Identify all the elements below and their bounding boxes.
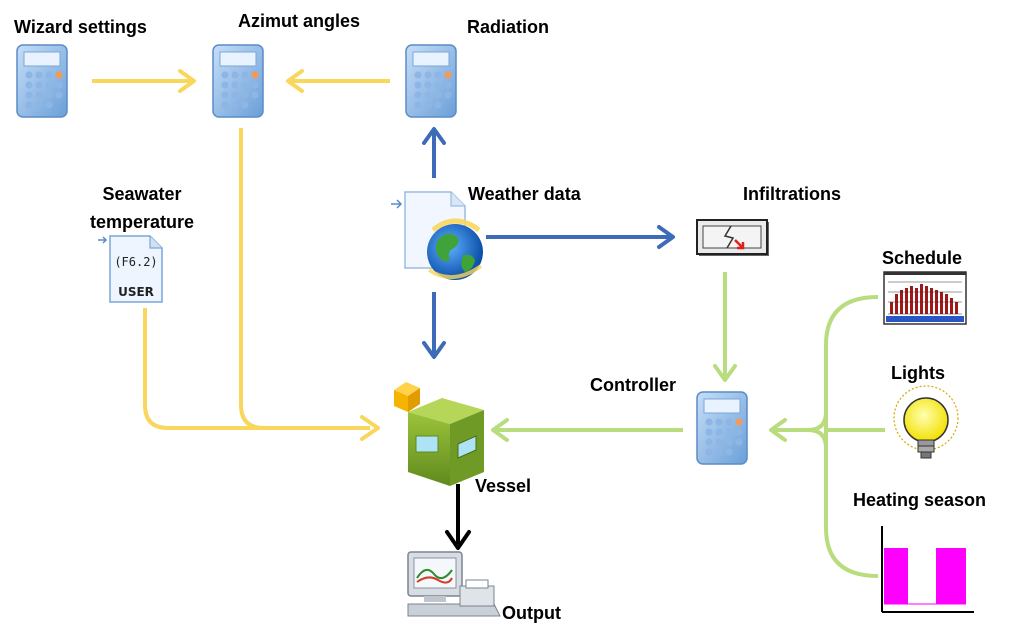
schedule-chart-icon — [883, 271, 967, 325]
label-schedule: Schedule — [882, 248, 963, 268]
edge-wizard-to-azimut — [92, 69, 196, 93]
label-heating-season: Heating season — [853, 490, 987, 510]
label-radiation: Radiation — [467, 17, 550, 37]
label-lights: Lights — [891, 363, 945, 383]
edge-weather-to-vessel — [422, 292, 446, 359]
calculator-icon — [405, 44, 457, 118]
label-weather-data: Weather data — [468, 184, 581, 204]
weather-file-globe-icon — [391, 191, 483, 280]
arrowhead-into-vessel — [360, 415, 380, 441]
vessel-cube-icon — [394, 382, 484, 486]
calculator-icon — [212, 44, 264, 118]
edge-weather-to-radiation — [422, 127, 446, 178]
data-file-icon: (F6.2) USER — [98, 235, 163, 303]
edge-controller-to-vessel — [491, 418, 683, 442]
edge-azimut-to-vessel — [239, 128, 370, 430]
label-wizard-settings: Wizard settings — [14, 17, 147, 37]
infiltration-icon — [696, 219, 769, 256]
label-infiltrations: Infiltrations — [743, 184, 841, 204]
label-output: Output — [502, 603, 561, 623]
printer-monitor-icon — [407, 551, 501, 617]
connectors — [92, 69, 885, 578]
file-user-text: USER — [118, 285, 154, 299]
edge-infiltrations-to-controller — [713, 272, 737, 382]
edge-weather-to-infiltrations — [486, 225, 675, 249]
light-bulb-icon — [893, 385, 959, 459]
label-controller: Controller — [590, 375, 677, 395]
calculator-icon — [696, 391, 748, 465]
edge-radiation-to-azimut — [286, 69, 390, 93]
label-seawater-temperature: Seawater temperature — [89, 184, 195, 232]
label-vessel: Vessel — [475, 476, 532, 496]
edge-seawater-to-vessel — [143, 308, 370, 430]
file-format-text: (F6.2) — [114, 255, 157, 269]
edge-vessel-to-output — [445, 484, 471, 550]
step-function-icon — [881, 526, 974, 613]
calculator-icon — [16, 44, 68, 118]
label-azimut-angles: Azimut angles — [238, 11, 361, 31]
edge-inputs-to-controller — [769, 295, 885, 578]
